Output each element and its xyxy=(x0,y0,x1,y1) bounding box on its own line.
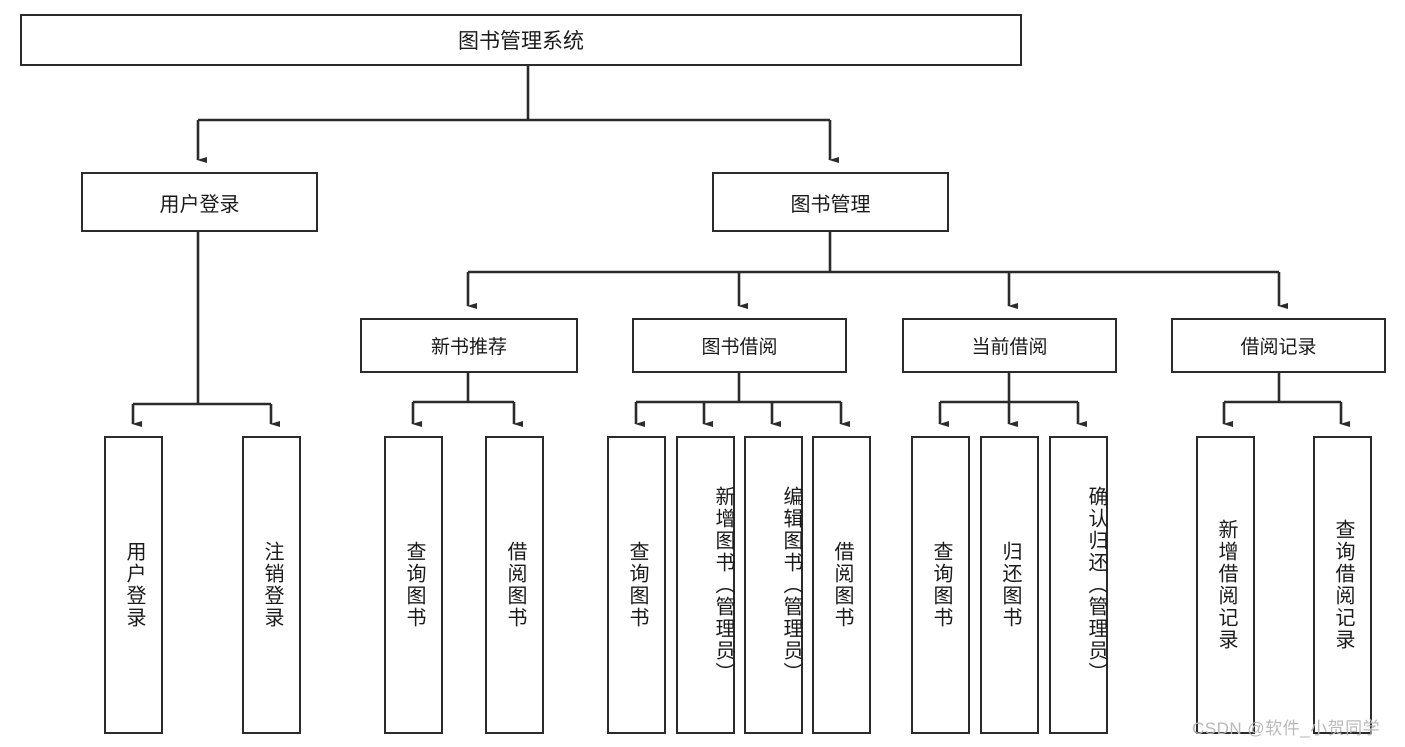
leaf-borrow-add-book-admin[interactable]: 新增图书（管理员） xyxy=(676,436,735,734)
node-new-book-recommend-label: 新书推荐 xyxy=(430,337,507,358)
leaf-borrow-edit-book-admin[interactable]: 编辑图书（管理员） xyxy=(744,436,803,734)
leaf-user-login-login-label: 用户登录 xyxy=(123,541,145,629)
node-borrow-record[interactable]: 借阅记录 xyxy=(1171,318,1386,373)
node-borrow-record-label: 借阅记录 xyxy=(1240,337,1317,358)
node-root[interactable]: 图书管理系统 xyxy=(20,14,1022,66)
leaf-borrow-borrow-book-label: 借阅图书 xyxy=(831,541,853,629)
node-current-borrow-label: 当前借阅 xyxy=(971,337,1048,358)
leaf-record-add-record[interactable]: 新增借阅记录 xyxy=(1196,436,1255,734)
node-book-borrow-label: 图书借阅 xyxy=(701,337,778,358)
leaf-current-confirm-return-admin-label: 确认归还（管理员） xyxy=(1085,486,1107,684)
node-book-management[interactable]: 图书管理 xyxy=(712,172,949,232)
leaf-current-return-book-label: 归还图书 xyxy=(999,541,1021,629)
leaf-current-query-book-label: 查询图书 xyxy=(930,541,952,629)
leaf-current-return-book[interactable]: 归还图书 xyxy=(980,436,1039,734)
leaf-recommend-borrow-book-label: 借阅图书 xyxy=(504,541,526,629)
leaf-borrow-query-book-label: 查询图书 xyxy=(626,541,648,629)
leaf-recommend-borrow-book[interactable]: 借阅图书 xyxy=(485,436,544,734)
node-book-management-label: 图书管理 xyxy=(790,193,871,216)
leaf-borrow-add-book-admin-label: 新增图书（管理员） xyxy=(712,486,734,684)
leaf-record-query-record[interactable]: 查询借阅记录 xyxy=(1313,436,1372,734)
node-book-borrow[interactable]: 图书借阅 xyxy=(632,318,847,373)
leaf-record-query-record-label: 查询借阅记录 xyxy=(1332,519,1354,651)
leaf-recommend-query-book[interactable]: 查询图书 xyxy=(384,436,443,734)
leaf-user-login-logout-label: 注销登录 xyxy=(261,541,283,629)
leaf-borrow-edit-book-admin-label: 编辑图书（管理员） xyxy=(780,486,802,684)
node-new-book-recommend[interactable]: 新书推荐 xyxy=(360,318,578,373)
leaf-record-add-record-label: 新增借阅记录 xyxy=(1215,519,1237,651)
node-current-borrow[interactable]: 当前借阅 xyxy=(902,318,1117,373)
leaf-recommend-query-book-label: 查询图书 xyxy=(403,541,425,629)
leaf-current-confirm-return-admin[interactable]: 确认归还（管理员） xyxy=(1049,436,1108,734)
leaf-current-query-book[interactable]: 查询图书 xyxy=(911,436,970,734)
node-user-login[interactable]: 用户登录 xyxy=(81,172,318,232)
leaf-user-login-login[interactable]: 用户登录 xyxy=(104,436,163,734)
node-root-label: 图书管理系统 xyxy=(458,30,584,53)
leaf-user-login-logout[interactable]: 注销登录 xyxy=(242,436,301,734)
csdn-watermark: CSDN @软件_小贺同学 xyxy=(1192,719,1381,738)
leaf-borrow-query-book[interactable]: 查询图书 xyxy=(607,436,666,734)
leaf-borrow-borrow-book[interactable]: 借阅图书 xyxy=(812,436,871,734)
node-user-login-label: 用户登录 xyxy=(159,193,240,216)
